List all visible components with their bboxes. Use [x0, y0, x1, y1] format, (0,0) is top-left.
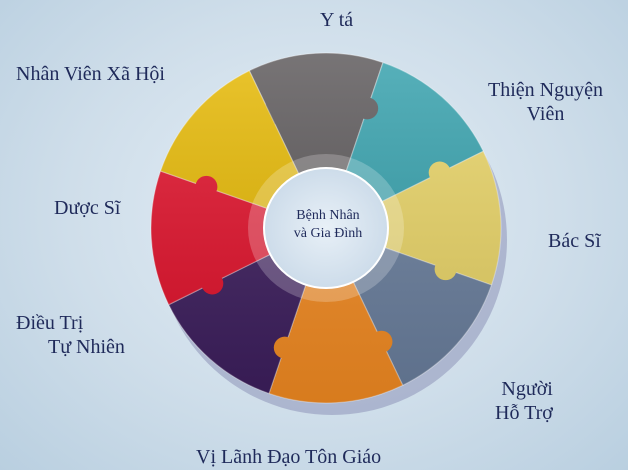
label-nguoi-ho-tro-line2: Hỗ Trợ	[495, 402, 553, 424]
label-duoc-si: Dược Sĩ	[54, 196, 120, 220]
label-bac-si: Bác Sĩ	[548, 229, 601, 253]
center-label: Bệnh Nhân và Gia Đình	[268, 207, 388, 243]
center-hole	[263, 167, 389, 289]
label-vi-lanh-dao-ton-giao-line1: Vị Lãnh Đạo Tôn Giáo	[196, 446, 382, 468]
label-dieu-tri-tu-nhien-line1: Điều Trị	[16, 312, 84, 334]
label-nguoi-ho-tro-line1: Người	[501, 378, 553, 400]
label-thien-nguyen-vien-line2: Viên	[526, 103, 565, 125]
center-label-line1: Bệnh Nhân	[296, 208, 360, 223]
label-y-ta: Y tá	[320, 8, 353, 32]
label-nguoi-ho-tro: Người Hỗ Trợ	[495, 377, 553, 425]
label-dieu-tri-tu-nhien: Điều Trị Tự Nhiên	[16, 311, 125, 359]
label-duoc-si-line1: Dược Sĩ	[54, 197, 121, 219]
label-nhan-vien-xa-hoi-line1: Nhân Viên Xã Hội	[16, 63, 165, 85]
label-thien-nguyen-vien: Thiện Nguyện Viên	[488, 78, 603, 126]
label-dieu-tri-tu-nhien-line2: Tự Nhiên	[48, 336, 125, 358]
label-y-ta-line1: Y tá	[320, 9, 354, 31]
label-nhan-vien-xa-hoi: Nhân Viên Xã Hội	[16, 62, 165, 86]
label-thien-nguyen-vien-line1: Thiện Nguyện	[488, 79, 603, 101]
label-vi-lanh-dao-ton-giao: Vị Lãnh Đạo Tôn Giáo	[196, 445, 381, 469]
label-bac-si-line1: Bác Sĩ	[548, 230, 601, 252]
center-label-line2: và Gia Đình	[293, 226, 363, 241]
